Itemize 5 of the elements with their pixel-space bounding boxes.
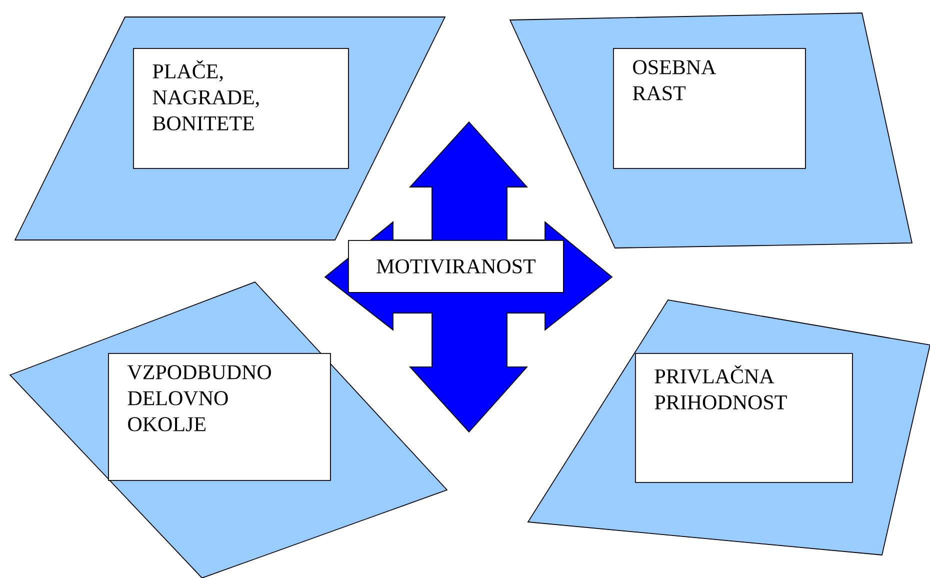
text-box: VZPODBUDNO DELOVNO OKOLJE: [108, 352, 331, 481]
text-box: OSEBNA RAST: [613, 48, 806, 169]
text-box: PLAČE, NAGRADE, BONITETE: [133, 48, 349, 169]
text-box: MOTIVIRANOST: [348, 240, 564, 293]
text-box: PRIVLAČNA PRIHODNOST: [635, 352, 853, 483]
